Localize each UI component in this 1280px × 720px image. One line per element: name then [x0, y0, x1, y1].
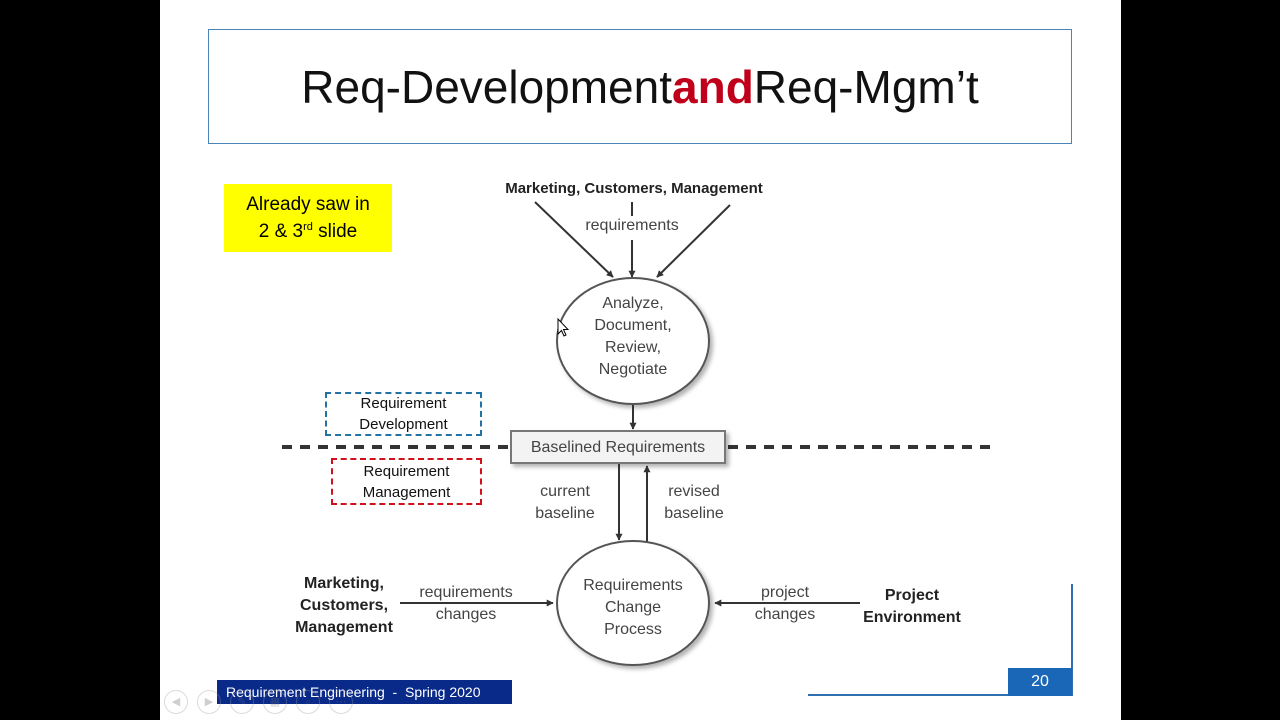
right-source-line-2: Environment	[863, 609, 961, 626]
arrow-top-right	[656, 204, 731, 278]
analyze-ellipse	[556, 277, 710, 405]
top-flow-label: requirements	[585, 217, 678, 234]
change-process-line-2: Change	[605, 599, 661, 616]
current-baseline-line-1: current	[540, 483, 590, 500]
note-line-2: 2 & 3rd slide	[246, 218, 370, 245]
footer-vertical-rule	[1071, 584, 1073, 696]
next-slide-icon[interactable]: ▶	[197, 690, 221, 714]
note-line-2-sup: rd	[303, 221, 313, 233]
analyze-line-2: Document,	[594, 317, 671, 334]
title-part-1: Req-Development	[301, 60, 673, 113]
slide-title: Req-Development and Req-Mgm’t	[208, 29, 1072, 144]
legend-dev-line-1: Requirement	[360, 395, 447, 412]
legend-requirement-management: Requirement Management	[331, 458, 482, 505]
top-source-label: Marketing, Customers, Management	[505, 180, 763, 197]
note-line-2-prefix: 2 & 3	[258, 221, 304, 242]
revised-baseline-line-2: baseline	[664, 505, 724, 522]
pen-icon[interactable]: ✎	[230, 690, 254, 714]
analyze-line-4: Negotiate	[599, 361, 668, 378]
page-number: 20	[1008, 668, 1072, 696]
baselined-requirements-label: Baselined Requirements	[531, 439, 705, 456]
baselined-requirements-box	[510, 430, 726, 464]
right-flow-line-1: project	[761, 584, 810, 601]
left-source-line-1: Marketing,	[304, 575, 384, 592]
legend-mgmt-line-2: Management	[362, 483, 451, 501]
right-flow-line-2: changes	[755, 606, 816, 623]
change-process-ellipse	[556, 540, 710, 666]
left-flow-line-1: requirements	[419, 584, 512, 601]
process-diagram: Marketing, Customers, Management require…	[282, 180, 990, 666]
left-source-line-3: Management	[295, 619, 393, 636]
legend-dev-line-2: Development	[359, 416, 448, 433]
slide: Req-Development and Req-Mgm’t Already sa…	[160, 0, 1121, 720]
analyze-line-1: Analyze,	[602, 295, 663, 312]
note-line-1: Already saw in	[246, 194, 370, 215]
note-callout: Already saw in 2 & 3rd slide	[224, 184, 392, 252]
legend-requirement-development: Requirement Development	[325, 392, 482, 436]
right-source-line-1: Project	[885, 587, 940, 604]
current-baseline-line-2: baseline	[535, 505, 595, 522]
change-process-line-1: Requirements	[583, 577, 683, 594]
slides-grid-icon[interactable]: ▦	[263, 690, 287, 714]
revised-baseline-line-1: revised	[668, 483, 720, 500]
footer-rule	[808, 694, 1070, 696]
analyze-line-3: Review,	[605, 339, 661, 356]
change-process-line-3: Process	[604, 621, 662, 638]
mouse-pointer-icon	[557, 317, 570, 343]
zoom-icon[interactable]: ⌕	[296, 690, 320, 714]
slideshow-nav-bar[interactable]: ◀ ▶ ✎ ▦ ⌕ ⋯	[164, 690, 353, 714]
title-part-2: Req-Mgm’t	[753, 60, 979, 113]
note-line-2-suffix: slide	[312, 221, 358, 242]
arrow-top-left	[534, 201, 614, 278]
legend-mgmt-line-1: Requirement	[363, 462, 450, 480]
more-options-icon[interactable]: ⋯	[329, 690, 353, 714]
left-flow-line-2: changes	[436, 606, 497, 623]
left-source-line-2: Customers,	[300, 597, 388, 614]
previous-slide-icon[interactable]: ◀	[164, 690, 188, 714]
title-emphasis: and	[672, 60, 754, 113]
